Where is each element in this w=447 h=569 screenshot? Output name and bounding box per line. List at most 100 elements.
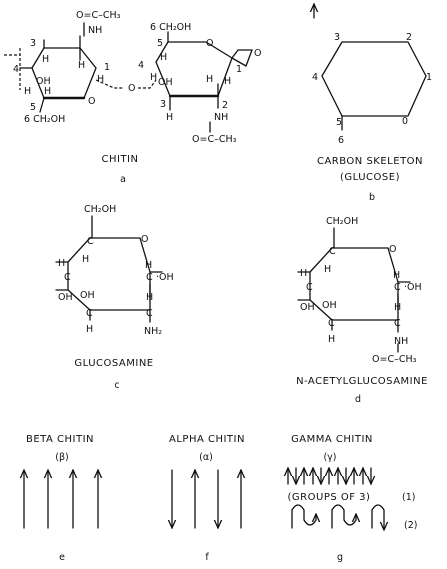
nag-name: N-ACETYLGLUCOSAMINE xyxy=(296,376,428,387)
ring1-h5: H xyxy=(44,86,51,97)
panel-c-glucosamine: CH₂OH C O H C H H C ·OH OH C OH H H C NH… xyxy=(55,204,174,391)
ring2-c5: 5 xyxy=(157,38,163,49)
nag-h1: H xyxy=(393,270,400,281)
ring2-h2: H xyxy=(206,74,213,85)
glucosamine-c1: C xyxy=(146,272,153,283)
panel-a-chitin: 3 4 H H OH H 1 H H 5 6 CH₂OH O NH O=C–CH… xyxy=(4,10,261,185)
glucosamine-c2: C xyxy=(146,308,153,319)
ring2-c3: 3 xyxy=(160,99,166,110)
chitin-ring-2 xyxy=(155,31,253,133)
panel-g-gamma-chitin: GAMMA CHITIN (γ) (GROUPS OF 3) (1) (2) g xyxy=(288,434,417,563)
glucosamine-oh4: OH xyxy=(58,292,73,303)
glucosamine-ch2oh: CH₂OH xyxy=(84,204,116,215)
alpha-title: ALPHA CHITIN xyxy=(169,434,245,445)
nag-h3: H xyxy=(328,334,335,345)
nag-c4: C xyxy=(306,282,313,293)
panel-letter-a: a xyxy=(120,174,126,185)
panel-e-beta-chitin: BETA CHITIN (β) e xyxy=(24,434,98,563)
glucosamine-nh2: NH₂ xyxy=(144,326,162,337)
panel-letter-g: g xyxy=(337,552,343,563)
nag-c5: C xyxy=(329,246,336,257)
glucosamine-oh1: ·OH xyxy=(156,272,174,283)
ring1-oh: OH xyxy=(36,76,51,87)
glucosamine-oh3: OH xyxy=(80,290,95,301)
panel-letter-b: b xyxy=(369,192,375,203)
glucosamine-h4: H xyxy=(58,258,65,269)
ring1-c4: 4 xyxy=(13,64,19,75)
nag-h4: H xyxy=(300,268,307,279)
ring1-acetyl: O=C–CH₃ xyxy=(76,10,121,21)
nag-nh: NH xyxy=(394,336,408,347)
nag-c3: C xyxy=(328,318,335,329)
glucosamine-h5: H xyxy=(82,254,89,265)
ring2-c6-ch2oh: 6 CH₂OH xyxy=(150,22,191,33)
ring2-c4: 4 xyxy=(138,60,144,71)
gamma-groups-label: (GROUPS OF 3) xyxy=(288,492,371,503)
glucosamine-c4: C xyxy=(64,272,71,283)
panel-f-alpha-chitin: ALPHA CHITIN (α) f xyxy=(169,434,245,563)
nag-c2: C xyxy=(394,318,401,329)
glycosidic-oxygen: O xyxy=(128,83,135,94)
gamma-variant-2: (2) xyxy=(404,520,417,531)
glucose-hexagon xyxy=(321,41,427,117)
nag-h5: H xyxy=(324,264,331,275)
panel-b-carbon-skeleton: 3 2 4 1 5 0 6 CARBON SKELETON (GLUCOSE) … xyxy=(312,4,432,203)
nag-ch2oh: CH₂OH xyxy=(326,216,358,227)
skeleton-c2: 2 xyxy=(406,32,412,43)
ring1-c5: 5 xyxy=(30,102,36,113)
nag-acetyl: O=C–CH₃ xyxy=(372,354,417,365)
ring2-h4: H xyxy=(150,72,157,83)
glucosamine-name: GLUCOSAMINE xyxy=(74,358,153,369)
glucosamine-h2: H xyxy=(146,292,153,303)
ring2-h3: H xyxy=(166,112,173,123)
glycosidic-bond xyxy=(138,79,157,89)
gamma-folded-chains xyxy=(291,504,384,530)
skeleton-c3: 3 xyxy=(334,32,340,43)
skeleton-title: CARBON SKELETON xyxy=(317,156,423,167)
panel-letter-d: d xyxy=(355,394,361,405)
ring1-c6-ch2oh: 6 CH₂OH xyxy=(24,114,65,125)
skeleton-c5: 5 xyxy=(336,117,342,128)
ring2-c1: 1 xyxy=(236,64,242,75)
beta-symbol: (β) xyxy=(55,452,68,463)
panel-letter-f: f xyxy=(205,552,209,563)
skeleton-c1: 1 xyxy=(426,72,432,83)
ring2-h5: H xyxy=(160,52,167,63)
gamma-groups-arrows xyxy=(288,468,371,484)
ring2-nh: NH xyxy=(214,112,228,123)
chitin-ring-1 xyxy=(4,22,124,113)
nag-oh4: OH xyxy=(300,302,315,313)
skeleton-c6: 6 xyxy=(338,135,344,146)
panel-letter-e: e xyxy=(59,552,65,563)
ring1-c1: 1 xyxy=(104,62,110,73)
alpha-symbol: (α) xyxy=(199,452,213,463)
ring2-ring-oxygen: O xyxy=(206,38,213,49)
ring2-c2: 2 xyxy=(222,100,228,111)
glucosamine-c3: C xyxy=(86,308,93,319)
glucosamine-ring-o: O xyxy=(141,234,148,245)
glucosamine-h3: H xyxy=(86,324,93,335)
skeleton-o: 0 xyxy=(402,116,408,127)
ring2-h1: H xyxy=(224,76,231,87)
nag-oh1: ·OH xyxy=(404,282,422,293)
gamma-symbol: (γ) xyxy=(323,452,336,463)
skeleton-c4: 4 xyxy=(312,72,318,83)
ring1-h2: H xyxy=(78,60,85,71)
ring1-h4: H xyxy=(24,86,31,97)
gamma-variant-1: (1) xyxy=(402,492,415,503)
ring1-ring-oxygen: O xyxy=(88,96,95,107)
ring1-h3: H xyxy=(42,54,49,65)
panel-letter-c: c xyxy=(114,380,119,391)
ring1-h1: H xyxy=(97,74,104,85)
ring1-c3: 3 xyxy=(30,38,36,49)
nag-h2: H xyxy=(394,302,401,313)
gamma-title: GAMMA CHITIN xyxy=(291,434,373,445)
panel-d-n-acetylglucosamine: CH₂OH C O H C H H C ·OH OH C OH H H C NH… xyxy=(296,216,428,405)
glucosamine-c5: C xyxy=(87,236,94,247)
glucosamine-h1: H xyxy=(145,260,152,271)
ring2-end-oxygen: O xyxy=(254,48,261,59)
nag-ring-o: O xyxy=(389,244,396,255)
ring2-acetyl: O=C–CH₃ xyxy=(192,134,237,145)
chitin-name: CHITIN xyxy=(102,154,139,165)
